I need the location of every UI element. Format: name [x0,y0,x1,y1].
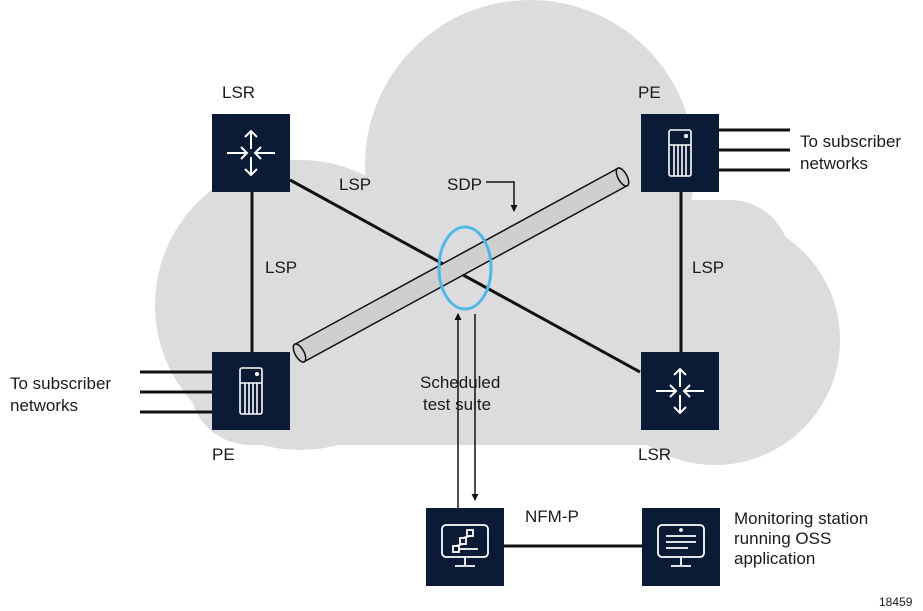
subscriber-links-right [718,128,790,172]
pe-node-bottom-left [212,352,290,430]
label-lsp-left: LSP [265,258,297,277]
subscriber-links-left [140,370,214,414]
workstation-document-icon [657,524,705,567]
label-nfm-p: NFM-P [525,507,579,526]
figure-number: 18459 [879,595,913,609]
label-subscriber-right-1: To subscriber [800,132,901,151]
lsr-node-top-left [212,114,290,192]
label-subscriber-left-2: networks [10,396,78,415]
label-lsr-top-left: LSR [222,83,255,102]
monitoring-station [642,508,720,586]
label-pe-bottom-left: PE [212,445,235,464]
label-monitor-3: application [734,549,815,568]
label-test-suite-2: test suite [423,395,491,414]
label-monitor-1: Monitoring station [734,509,868,528]
label-subscriber-right-2: networks [800,154,868,173]
nfm-p-workstation [426,508,504,586]
workstation-topology-icon [441,524,489,567]
lsp-link-diagonal [289,178,641,374]
label-lsr-bottom-right: LSR [638,445,671,464]
lsr-node-bottom-right [641,352,719,430]
label-lsp-diagonal: LSP [339,175,371,194]
pe-node-top-right [641,114,719,192]
label-sdp: SDP [447,175,482,194]
sdp-pointer-arrow [486,181,518,212]
label-subscriber-left-1: To subscriber [10,374,111,393]
label-pe-top-right: PE [638,83,661,102]
label-lsp-right: LSP [692,258,724,277]
sdp-tube [292,167,630,363]
test-point-highlight [437,225,493,311]
label-monitor-2: running OSS [734,529,831,548]
label-test-suite-1: Scheduled [420,373,500,392]
